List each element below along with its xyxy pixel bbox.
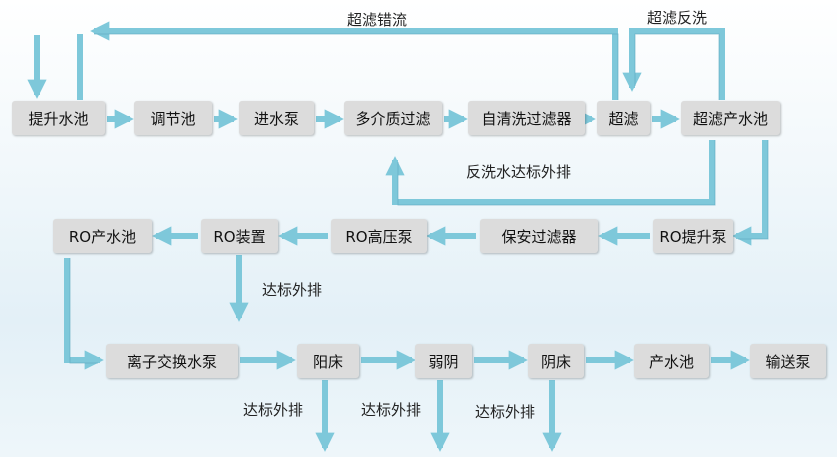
label-ro-discharge: 达标外排 [262,281,323,299]
node-uf-product-pool: 超滤产水池 [681,101,780,135]
node-ion-exchange-pump: 离子交换水泵 [106,344,238,378]
node-ro-hp-pump: RO高压泵 [331,219,427,253]
node-feed-pump: 进水泵 [239,101,314,135]
node-weak-anion: 弱阴 [415,344,472,378]
node-product-pool: 产水池 [634,344,709,378]
uf-backwash-line [622,28,725,100]
node-uf: 超滤 [597,101,650,135]
node-delivery-pump: 输送泵 [750,344,826,378]
label-backwash-discharge: 反洗水达标外排 [466,163,572,181]
node-security-filter: 保安过滤器 [480,219,598,253]
node-cation-bed: 阳床 [297,344,359,378]
label-cation-discharge: 达标外排 [243,401,304,419]
label-uf-wrong-flow: 超滤错流 [347,11,408,29]
node-self-clean-filter: 自清洗过滤器 [468,101,585,135]
flow-arrow [732,140,768,246]
node-multimedia-filter: 多介质过滤 [344,101,442,135]
node-anion-bed: 阴床 [528,344,584,378]
node-ro-product-pool: RO产水池 [53,219,152,253]
uf-wrong-flow-line [90,21,618,100]
backwash-return-line [385,140,715,205]
node-lift-pool: 提升水池 [12,101,105,135]
label-uf-backwash: 超滤反洗 [647,9,708,27]
label-anion-discharge: 达标外排 [475,403,536,421]
node-ro-lift-pump: RO提升泵 [653,219,733,253]
flow-arrow [64,258,104,370]
label-weak-anion-discharge: 达标外排 [361,401,422,419]
node-ro-unit: RO装置 [201,219,278,253]
node-adjust-pool: 调节池 [134,101,212,135]
